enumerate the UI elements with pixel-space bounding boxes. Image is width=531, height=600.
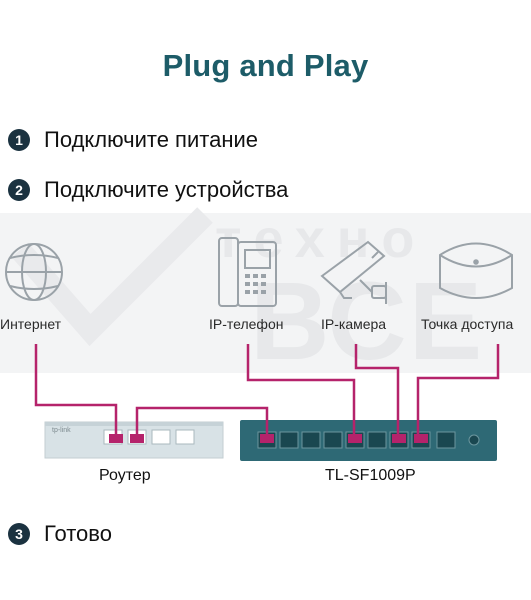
- router-label: Роутер: [99, 467, 151, 484]
- ip-camera-icon: [320, 240, 387, 304]
- cable-internet-router: [34, 344, 118, 434]
- access-point-label: Точка доступа: [421, 316, 514, 332]
- internet-label: Интернет: [0, 316, 62, 332]
- router-logo: tp-link: [52, 427, 71, 434]
- step-text: Подключите питание: [44, 127, 258, 152]
- step-text: Подключите устройства: [44, 177, 289, 202]
- step-text: Готово: [44, 521, 112, 546]
- cable-camera-switch: [354, 344, 400, 434]
- step-number: 3: [8, 523, 30, 545]
- cable-phone-switch: [246, 344, 356, 434]
- step-number: 2: [8, 179, 30, 201]
- watermark-bottom: ВСЕ: [250, 260, 485, 383]
- ip-phone-icon: [218, 237, 277, 307]
- switch-device: [240, 420, 497, 461]
- page-title: Plug and Play: [162, 48, 369, 83]
- cable-router-switch: [135, 406, 269, 434]
- switch-label: TL-SF1009P: [325, 467, 416, 484]
- connected-ports: [109, 434, 428, 443]
- step-3: 3 Готово: [8, 521, 112, 547]
- globe-icon: [5, 243, 63, 301]
- step-2: 2 Подключите устройства: [8, 177, 288, 203]
- ip-phone-label: IP-телефон: [209, 316, 284, 332]
- cable-ap-switch: [416, 344, 500, 434]
- ip-camera-label: IP-камера: [321, 316, 387, 332]
- access-point-icon: [439, 242, 513, 299]
- step-1: 1 Подключите питание: [8, 127, 258, 153]
- step-number: 1: [8, 129, 30, 151]
- cables: [34, 344, 500, 434]
